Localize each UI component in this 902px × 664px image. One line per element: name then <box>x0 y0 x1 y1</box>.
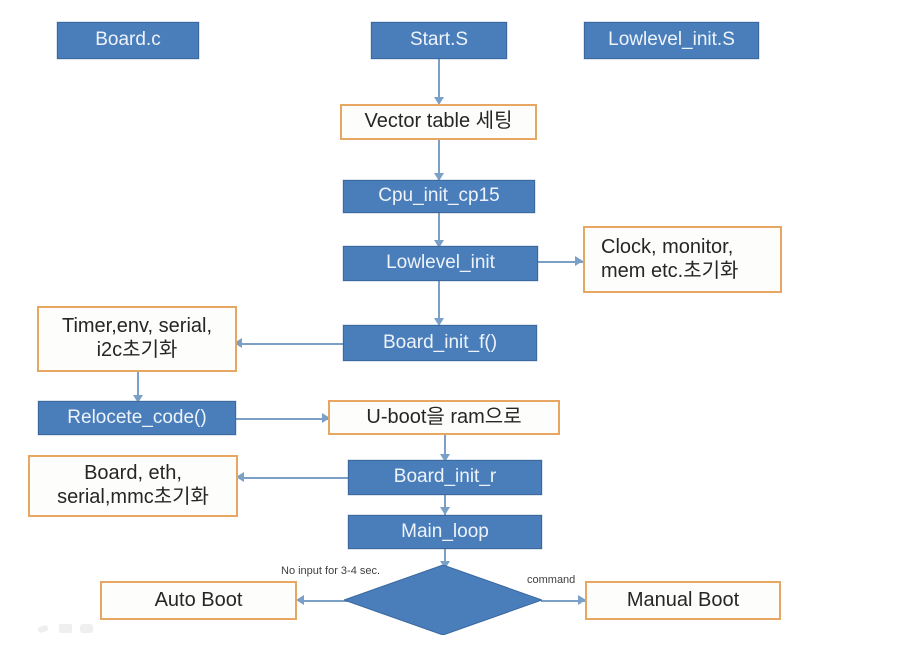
node-manual-boot-label: Manual Boot <box>626 588 740 611</box>
node-board-c-label: Board.c <box>95 29 161 51</box>
node-vector-table-label: Vector table 세팅 <box>364 110 513 133</box>
connector-vector-to-cpuinit <box>438 139 440 181</box>
node-timer-env-label: Timer,env, serial, i2c초기화 <box>61 315 213 361</box>
connector-lowlevel-to-clock <box>538 261 583 263</box>
node-main-loop[interactable]: Main_loop <box>348 515 542 549</box>
connector-relocate-to-uboot <box>236 418 328 420</box>
connector-lowlevel-to-boardinitf <box>438 281 440 326</box>
node-board-init-r-label: Board_init_r <box>393 466 497 488</box>
node-board-init-f-label: Board_init_f() <box>382 331 498 353</box>
node-board-eth[interactable]: Board, eth, serial,mmc초기화 <box>28 455 238 517</box>
node-cpu-init-cp15[interactable]: Cpu_init_cp15 <box>343 180 535 213</box>
node-clock-monitor[interactable]: Clock, monitor, mem etc.초기화 <box>583 226 782 293</box>
edge-label-command: command <box>527 574 576 586</box>
arrowhead-cpuinit-to-lowlevel <box>434 240 444 248</box>
arrowhead-uboot-to-boardinitr <box>440 454 450 462</box>
arrowhead-timer-to-relocate <box>133 395 143 403</box>
node-board-c[interactable]: Board.c <box>57 22 199 59</box>
node-relocate-code[interactable]: Relocete_code() <box>38 401 236 435</box>
slide-artifact-2 <box>59 624 72 633</box>
arrowhead-boardinitr-to-mainloop <box>440 507 450 515</box>
connector-decision-to-manualboot <box>541 600 585 602</box>
node-uboot-to-ram-label: U-boot을 ram으로 <box>366 405 522 428</box>
node-lowlevel-init-s-label: Lowlevel_init.S <box>608 29 735 51</box>
slide-artifact-1 <box>37 624 49 634</box>
node-start-s[interactable]: Start.S <box>371 22 507 59</box>
node-main-loop-label: Main_loop <box>401 520 489 542</box>
node-lowlevel-init-label: Lowlevel_init <box>386 252 495 274</box>
arrowhead-lowlevel-to-clock <box>575 256 583 266</box>
node-vector-table[interactable]: Vector table 세팅 <box>340 104 537 140</box>
node-start-s-label: Start.S <box>409 29 469 51</box>
arrowhead-decision-to-manualboot <box>578 595 586 605</box>
node-board-eth-label: Board, eth, serial,mmc초기화 <box>57 462 209 508</box>
node-lowlevel-init-s[interactable]: Lowlevel_init.S <box>584 22 759 59</box>
node-decision-diamond[interactable] <box>342 564 544 636</box>
arrowhead-decision-to-autoboot <box>296 595 304 605</box>
node-auto-boot-label: Auto Boot <box>154 588 243 611</box>
connector-start-to-vector <box>438 59 440 103</box>
node-auto-boot[interactable]: Auto Boot <box>100 581 297 620</box>
arrowhead-boardinitr-to-boardeth <box>236 472 244 482</box>
arrowhead-mainloop-to-decision <box>440 561 450 569</box>
arrowhead-lowlevel-to-boardinitf <box>434 318 444 326</box>
connector-timer-to-relocate <box>137 372 139 402</box>
connector-boardinitr-to-boardeth <box>240 477 348 479</box>
arrowhead-vector-to-cpuinit <box>434 173 444 181</box>
node-cpu-init-cp15-label: Cpu_init_cp15 <box>378 185 500 207</box>
node-manual-boot[interactable]: Manual Boot <box>585 581 781 620</box>
node-timer-env[interactable]: Timer,env, serial, i2c초기화 <box>37 306 237 372</box>
node-uboot-to-ram[interactable]: U-boot을 ram으로 <box>328 400 560 435</box>
node-board-init-f[interactable]: Board_init_f() <box>343 325 537 361</box>
connector-boardinitf-to-timer <box>238 343 344 345</box>
node-clock-monitor-label: Clock, monitor, mem etc.초기화 <box>601 235 739 282</box>
node-relocate-code-label: Relocete_code() <box>67 406 207 428</box>
connector-cpuinit-to-lowlevel <box>438 212 440 247</box>
arrowhead-start-to-vector <box>434 97 444 105</box>
connector-boardinitr-to-mainloop <box>444 494 446 516</box>
arrowhead-relocate-to-uboot <box>322 413 330 423</box>
node-board-init-r[interactable]: Board_init_r <box>348 460 542 495</box>
arrowhead-boardinitf-to-timer <box>234 338 242 348</box>
slide-artifact-3 <box>80 624 93 633</box>
connector-decision-to-autoboot <box>300 600 348 602</box>
connector-mainloop-to-decision <box>444 549 446 569</box>
node-lowlevel-init[interactable]: Lowlevel_init <box>343 246 538 281</box>
edge-label-no-input: No input for 3-4 sec. <box>281 565 381 577</box>
connector-uboot-to-boardinitr <box>444 434 446 461</box>
